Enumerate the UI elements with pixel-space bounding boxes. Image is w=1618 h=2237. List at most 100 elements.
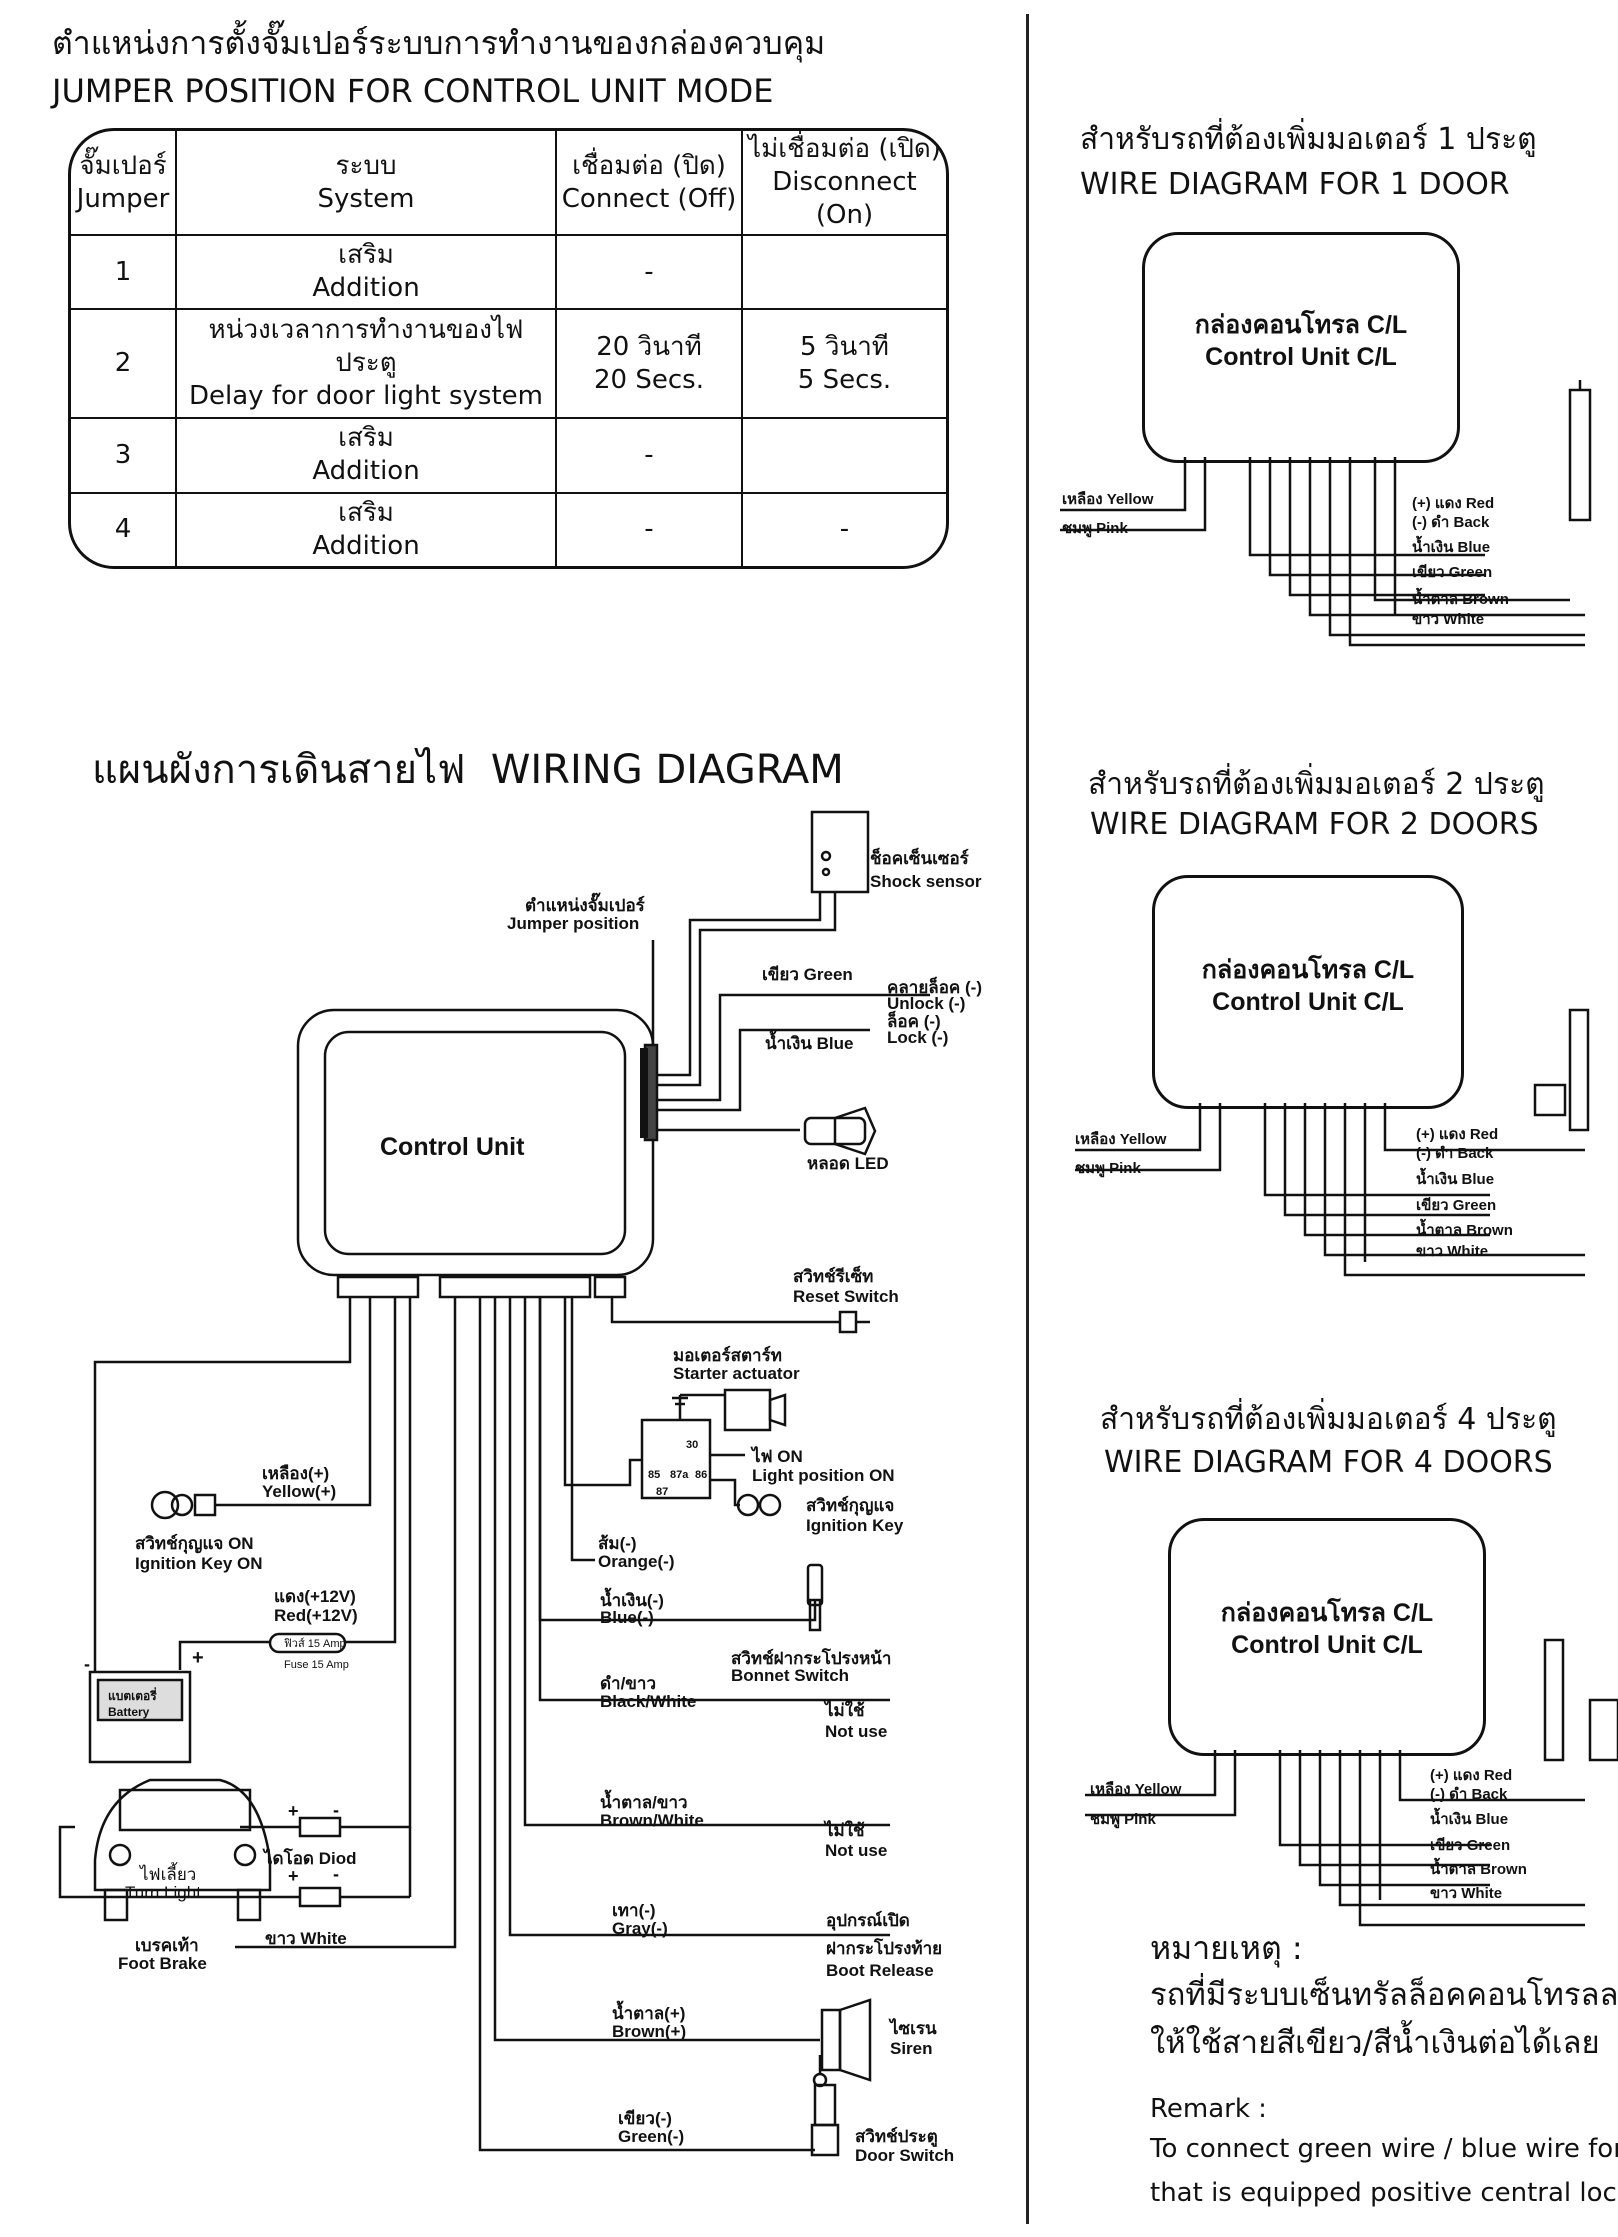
fuse-label-en: Fuse 15 Amp: [284, 1659, 349, 1671]
battery-plus: +: [192, 1647, 204, 1669]
table-row: 2 หน่วงเวลาการทำงานของไฟประตูDelay for d…: [71, 308, 946, 420]
gray-label-th: เทา(-): [612, 1901, 656, 1920]
door-switch-label-en: Door Switch: [855, 2146, 955, 2165]
lock-label-th: ล็อค (-): [887, 1012, 941, 1031]
shock-sensor-label-en: Shock sensor: [870, 872, 982, 891]
red-label-en: Red(+12V): [274, 1606, 358, 1625]
door4-yellow: เหลือง Yellow: [1090, 1781, 1182, 1798]
door2-control-unit: กล่องคอนโทรล C/L Control Unit C/L: [1152, 875, 1464, 1109]
disconnect-cell: 5 วินาที5 Secs.: [741, 308, 946, 420]
remark-en-line2: that is equipped positive central lock: [1150, 2178, 1618, 2208]
door1-brown: น้ำตาล Brown: [1412, 591, 1509, 608]
jumper-position-label-th: ตำแหน่งจั๊มเปอร์: [525, 896, 645, 915]
orange-label-th: ส้ม(-): [598, 1534, 637, 1553]
diode-label: ไดโอด Diod: [264, 1849, 357, 1868]
door1-red: (+) แดง Red: [1412, 495, 1495, 512]
remark-th-line1: รถที่มีระบบเซ็นทรัลล็อคคอนโทรลลบ: [1150, 1977, 1618, 2013]
door1-blue: น้ำเงิน Blue: [1412, 539, 1491, 556]
header-connect: เชื่อมต่อ (ปิด)Connect (Off): [555, 131, 743, 236]
blue-minus-label-en: Blue(-): [600, 1608, 654, 1627]
orange-label-en: Orange(-): [598, 1552, 675, 1571]
green-wire-label: เขียว Green: [762, 965, 853, 984]
door2-back: (-) ดำ Back: [1416, 1145, 1494, 1162]
foot-brake-label-en: Foot Brake: [118, 1954, 207, 1973]
door1-green: เขียว Green: [1412, 564, 1493, 581]
relay-30: 30: [686, 1439, 699, 1451]
light-on-label-th: ไฟ ON: [752, 1447, 803, 1466]
disconnect-cell: -: [741, 491, 946, 566]
not-use-label-th-1: ไม่ใช้: [825, 1701, 865, 1720]
blue-minus-label-th: น้ำเงิน(-): [600, 1591, 664, 1610]
relay-87: 87: [656, 1486, 669, 1498]
disconnect-cell: [741, 233, 946, 311]
turn-light-label-en: Turn Light: [125, 1883, 201, 1902]
bonnet-label-th: สวิทช์ฝากระโปรงหน้า: [731, 1649, 892, 1668]
door2-title-th: สำหรับรถที่ต้องเพิ่มมอเตอร์ 2 ประตู: [1088, 767, 1545, 802]
brown-white-label-th: น้ำตาล/ขาว: [600, 1793, 688, 1812]
ignition-key-label-en: Ignition Key: [806, 1516, 904, 1535]
door4-green: เขียว Green: [1430, 1837, 1511, 1854]
door2-pink: ชมพู Pink: [1075, 1160, 1141, 1177]
lock-label-en: Lock (-): [887, 1028, 949, 1047]
door4-back: (-) ดำ Back: [1430, 1786, 1508, 1803]
door4-title-en: WIRE DIAGRAM FOR 4 DOORS: [1104, 1445, 1553, 1480]
relay-86: 86: [695, 1469, 708, 1481]
not-use-label-en-2: Not use: [825, 1841, 888, 1860]
wiring-diagram-lines: [58, 810, 930, 2157]
jumper-position-label-en: Jumper position: [507, 914, 640, 933]
foot-brake-label-th: เบรคเท้า: [135, 1936, 199, 1955]
wiring-title: แผนผังการเดินสายไฟ WIRING DIAGRAM: [92, 747, 844, 793]
not-use-label-en-1: Not use: [825, 1722, 888, 1741]
jumper-title-en: JUMPER POSITION FOR CONTROL UNIT MODE: [52, 72, 774, 110]
door1-pink: ชมพู Pink: [1062, 520, 1128, 537]
yellow-label-th: เหลือง(+): [262, 1464, 330, 1483]
blue-wire-label: น้ำเงิน Blue: [765, 1034, 854, 1053]
bonnet-label-en: Bonnet Switch: [731, 1666, 850, 1685]
battery-label-en: Battery: [108, 1705, 150, 1719]
not-use-label-th-2: ไม่ใช้: [825, 1821, 865, 1840]
door2-title-en: WIRE DIAGRAM FOR 2 DOORS: [1090, 807, 1539, 842]
siren-label-th: ไซเรน: [890, 2019, 937, 2038]
unlock-label-en: Unlock (-): [887, 994, 966, 1013]
gray-label-en: Gray(-): [612, 1919, 668, 1938]
door2-blue: น้ำเงิน Blue: [1416, 1171, 1495, 1188]
black-white-label-en: Black/White: [600, 1692, 697, 1711]
yellow-label-en: Yellow(+): [262, 1482, 337, 1501]
relay-85: 85: [648, 1469, 661, 1481]
door1-title-th: สำหรับรถที่ต้องเพิ่มมอเตอร์ 1 ประตู: [1080, 122, 1537, 157]
door2-red: (+) แดง Red: [1416, 1126, 1499, 1143]
door1-back: (-) ดำ Back: [1412, 514, 1490, 531]
red-label-th: แดง(+12V): [274, 1587, 356, 1606]
diode-minus-2: -: [333, 1864, 339, 1884]
header-disconnect: ไม่เชื่อมต่อ (เปิด)Disconnect (On): [741, 131, 946, 236]
remark-th-heading: หมายเหตุ :: [1150, 1929, 1303, 1967]
diode-plus-2: +: [288, 1866, 299, 1886]
reset-switch-label-en: Reset Switch: [793, 1287, 899, 1306]
ignition-on-label-en: Ignition Key ON: [135, 1554, 263, 1573]
connect-cell: 20 วินาที20 Secs.: [555, 308, 743, 420]
boot-release-label-th1: อุปกรณ์เปิด: [826, 1911, 910, 1930]
system-cell: หน่วงเวลาการทำงานของไฟประตูDelay for doo…: [175, 308, 557, 420]
jumper-number: 4: [71, 491, 177, 566]
siren-label-en: Siren: [890, 2039, 933, 2058]
door-switch-label-th: สวิทช์ประตู: [855, 2127, 938, 2146]
jumper-number: 1: [71, 233, 177, 311]
remark-th-line2: ให้ใช้สายสีเขียว/สีน้ำเงินต่อได้เลย: [1150, 2025, 1600, 2061]
remark-en-line1: To connect green wire / blue wire for: [1150, 2134, 1618, 2164]
battery-minus: -: [84, 1654, 90, 1674]
connect-cell: -: [555, 417, 743, 494]
light-on-label-en: Light position ON: [752, 1466, 895, 1485]
diode-plus-1: +: [288, 1801, 299, 1821]
door4-red: (+) แดง Red: [1430, 1767, 1513, 1784]
shock-sensor-label-th: ช็อคเซ็นเซอร์: [870, 849, 969, 868]
remark-en-heading: Remark :: [1150, 2094, 1267, 2124]
disconnect-cell: [741, 417, 946, 494]
connect-cell: -: [555, 491, 743, 566]
ignition-key-label-th: สวิทช์กุญแจ: [806, 1496, 895, 1515]
connect-cell: -: [555, 233, 743, 311]
boot-release-label-th2: ฝากระโปรงท้าย: [826, 1939, 943, 1958]
battery-label-th: แบตเตอรี่: [108, 1689, 157, 1703]
